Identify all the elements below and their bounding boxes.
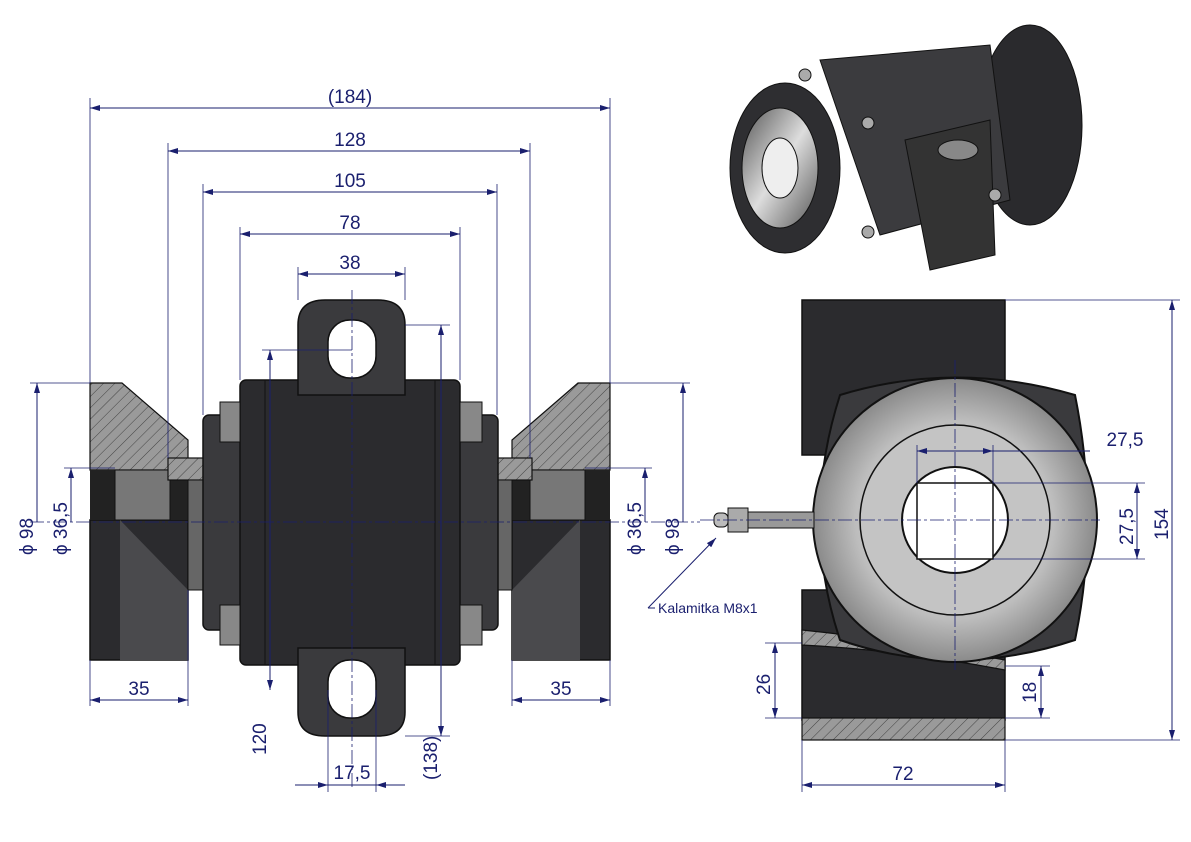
dim-overall: (184) bbox=[328, 87, 372, 108]
dim-left-d98: ϕ 98 bbox=[17, 518, 38, 555]
dim-78: 78 bbox=[339, 213, 360, 234]
dim-right-d98: ϕ 98 bbox=[663, 518, 684, 555]
dim-left-35: 35 bbox=[128, 679, 149, 700]
top-lug bbox=[297, 299, 406, 396]
left-flange bbox=[89, 382, 189, 661]
dim-120: 120 bbox=[250, 723, 271, 755]
housing-body bbox=[239, 379, 461, 666]
dim-right-d36-5: ϕ 36,5 bbox=[625, 502, 646, 555]
dim-72: 72 bbox=[892, 764, 913, 785]
dimensions-side: 27,5 27,5 154 72 26 18 Kalamitka M8x1 bbox=[647, 299, 1180, 792]
dim-left-d36-5: ϕ 36,5 bbox=[51, 502, 72, 555]
dim-38: 38 bbox=[339, 253, 360, 274]
isometric-view bbox=[729, 24, 1083, 271]
dim-square-height: 27,5 bbox=[1117, 508, 1138, 545]
dimensions-front: (184) 128 105 78 38 ϕ 98 ϕ 36,5 ϕ 36,5 bbox=[17, 87, 690, 792]
dim-18: 18 bbox=[1020, 682, 1041, 703]
bolts bbox=[219, 401, 483, 646]
dim-128: 128 bbox=[334, 130, 366, 151]
front-view: (184) 128 105 78 38 ϕ 98 ϕ 36,5 ϕ 36,5 bbox=[17, 87, 700, 792]
bottom-lug bbox=[297, 647, 406, 737]
dim-26: 26 bbox=[754, 674, 775, 695]
right-flange bbox=[511, 382, 611, 661]
dim-right-35: 35 bbox=[550, 679, 571, 700]
dim-105: 105 bbox=[334, 171, 366, 192]
side-view: 27,5 27,5 154 72 26 18 Kalamitka M8x1 bbox=[647, 299, 1180, 792]
dim-138: (138) bbox=[421, 736, 442, 780]
base-section bbox=[801, 717, 1006, 741]
grease-nipple-label: Kalamitka M8x1 bbox=[658, 600, 758, 616]
dim-17-5: 17,5 bbox=[334, 763, 371, 784]
dim-square-width: 27,5 bbox=[1107, 430, 1144, 451]
dim-154: 154 bbox=[1152, 508, 1173, 540]
